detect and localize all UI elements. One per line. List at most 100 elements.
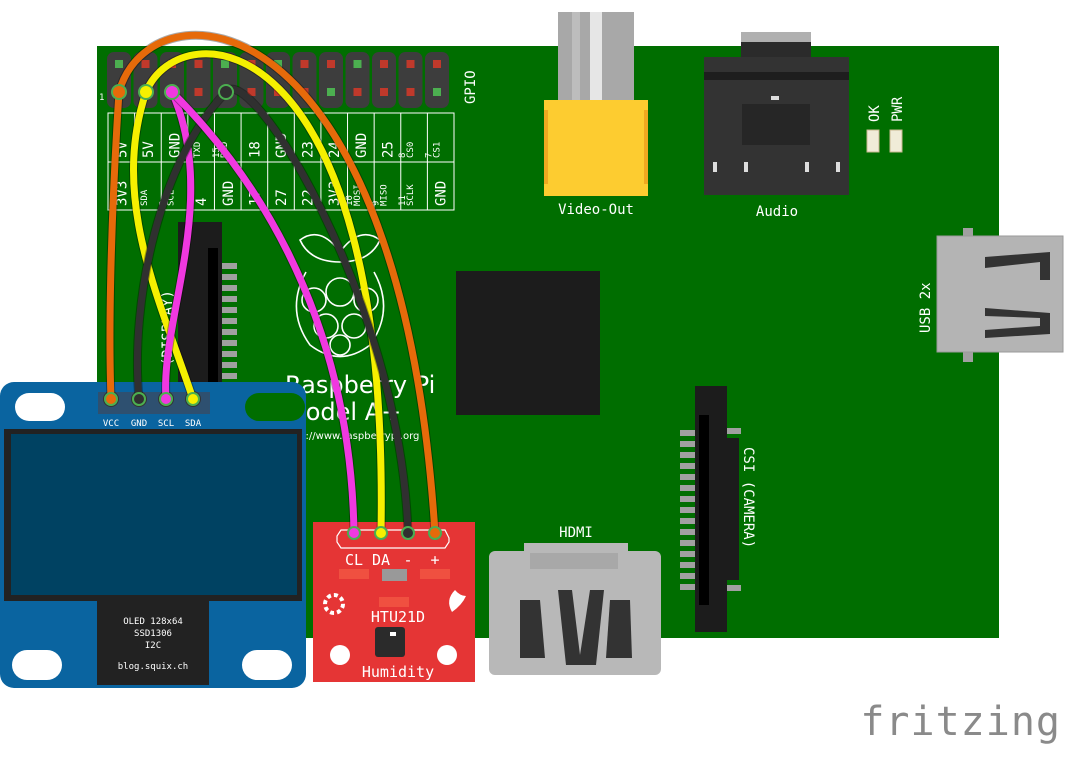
board-name: Raspberry Pi [285,371,435,399]
gpio-pin[interactable] [433,88,441,96]
gpio-pin[interactable] [300,60,309,68]
sensor-pin-label: CL [345,551,363,569]
oled-pin-label: GND [131,419,147,429]
wire[interactable] [106,88,123,403]
wire[interactable] [162,88,195,403]
csi-connector[interactable] [695,386,739,632]
wire-endpoint[interactable] [347,526,361,540]
gpio-label: GPIO [463,70,479,104]
oled-line4: blog.squix.ch [118,662,188,672]
oled-display-module[interactable] [0,382,306,688]
wires [104,30,442,540]
gpio-pin[interactable] [327,60,335,68]
led-pwr-label: PWR [890,96,906,122]
wire-endpoint[interactable] [186,392,200,406]
board-url: http://www.raspberrypi.org [285,431,419,442]
gpio-pin-label: CS0 [406,142,416,158]
gpio-pin[interactable] [194,60,203,68]
usb-connector[interactable] [936,228,1064,362]
gpio-pin-number: 9 [371,201,381,206]
gpio-pin[interactable] [406,88,415,96]
gpio-pin[interactable] [141,60,150,68]
gpio-pin[interactable] [221,60,229,68]
wire-endpoint[interactable] [401,526,415,540]
wire[interactable] [222,85,412,537]
wire[interactable] [130,88,197,403]
gpio-pin[interactable] [327,88,335,96]
gpio-pin-label: MISO [379,184,389,206]
gpio-pin-label: 5V [141,141,157,158]
gpio-pin-column [398,52,423,108]
oled-pin-label: SCL [158,419,174,429]
gpio-pin-label: GND [354,133,370,158]
gpio-pin-label: 18 [247,141,263,158]
wire[interactable] [168,88,358,537]
gpio-pin-column [425,52,449,108]
oled-line1: OLED 128x64 [123,617,183,627]
gpio-pin-number: 15 [212,147,222,158]
wire-endpoint[interactable] [111,84,127,100]
wire-endpoint[interactable] [428,526,442,540]
csi-label: CSI (CAMERA) [740,447,756,548]
wire-endpoint[interactable] [104,392,118,406]
led-ok-label: OK [867,105,883,122]
gpio-pin-label: GND [221,181,237,206]
usb-label: USB 2x [918,282,934,333]
gpio-pin[interactable] [433,60,441,68]
wire-endpoint[interactable] [218,84,234,100]
gpio-pin[interactable] [353,60,362,68]
wire-endpoint[interactable] [159,392,173,406]
led-ok [866,129,880,153]
dsi-pins [222,263,237,390]
gpio-pin-label: SDA [140,189,150,206]
oled-screen [11,434,297,595]
wire-endpoint[interactable] [132,392,146,406]
gpio-pin[interactable] [274,60,282,68]
gpio-pin[interactable] [247,88,256,96]
gpio-pin-column [372,52,396,108]
gpio-pin[interactable] [115,60,123,68]
pin1-label: 1 [99,93,104,103]
oled-pin-label: SDA [185,419,202,429]
gpio-pin[interactable] [194,88,203,96]
video-out-connector[interactable] [544,12,648,196]
oled-pin-labels: VCC GND SCL SDA [103,419,202,429]
audio-connector[interactable] [704,32,849,195]
soc-chip [456,271,600,415]
hdmi-label: HDMI [559,525,593,541]
oled-pin-label: VCC [103,419,119,429]
gpio-pin-label: 3V3 [114,181,130,206]
gpio-pin[interactable] [380,88,388,96]
csi-pins [680,428,741,591]
gpio-pin-number: 10 [345,195,355,206]
gpio-pin-label: 25 [380,141,396,158]
gpio-pin-label: SCLK [406,184,416,206]
gpio-pin[interactable] [353,88,362,96]
gpio-pin[interactable] [406,60,415,68]
gpio-pin[interactable] [380,60,388,68]
wire-endpoint[interactable] [138,84,154,100]
oled-line3: I2C [145,641,161,651]
gpio-pin-number: 8 [398,153,408,158]
gpio-pin-column [292,52,317,108]
gpio-pin-label: 27 [274,189,290,206]
gpio-pin-label: 4 [194,198,210,206]
hdmi-connector[interactable] [489,543,661,675]
wire-endpoint[interactable] [374,526,388,540]
wire-endpoint[interactable] [164,84,180,100]
wire[interactable] [115,31,439,537]
video-out-label: Video-Out [558,202,634,218]
gpio-pin-label: 23 [301,141,317,158]
oled-line2: SSD1306 [134,629,172,639]
gpio-pin-label: GND [168,133,184,158]
sensor-chip-label: HTU21D [371,608,425,626]
fritzing-watermark: fritzing [860,699,1061,745]
gpio-pin-number: 7 [425,153,435,158]
gpio-pin-label: MOSI [353,184,363,206]
sensor-name-label: Humidity [362,663,434,681]
gpio-pin-number: 11 [398,195,408,206]
gpio-pin-column [345,52,370,108]
htu21d-sensor-module[interactable] [313,522,475,682]
